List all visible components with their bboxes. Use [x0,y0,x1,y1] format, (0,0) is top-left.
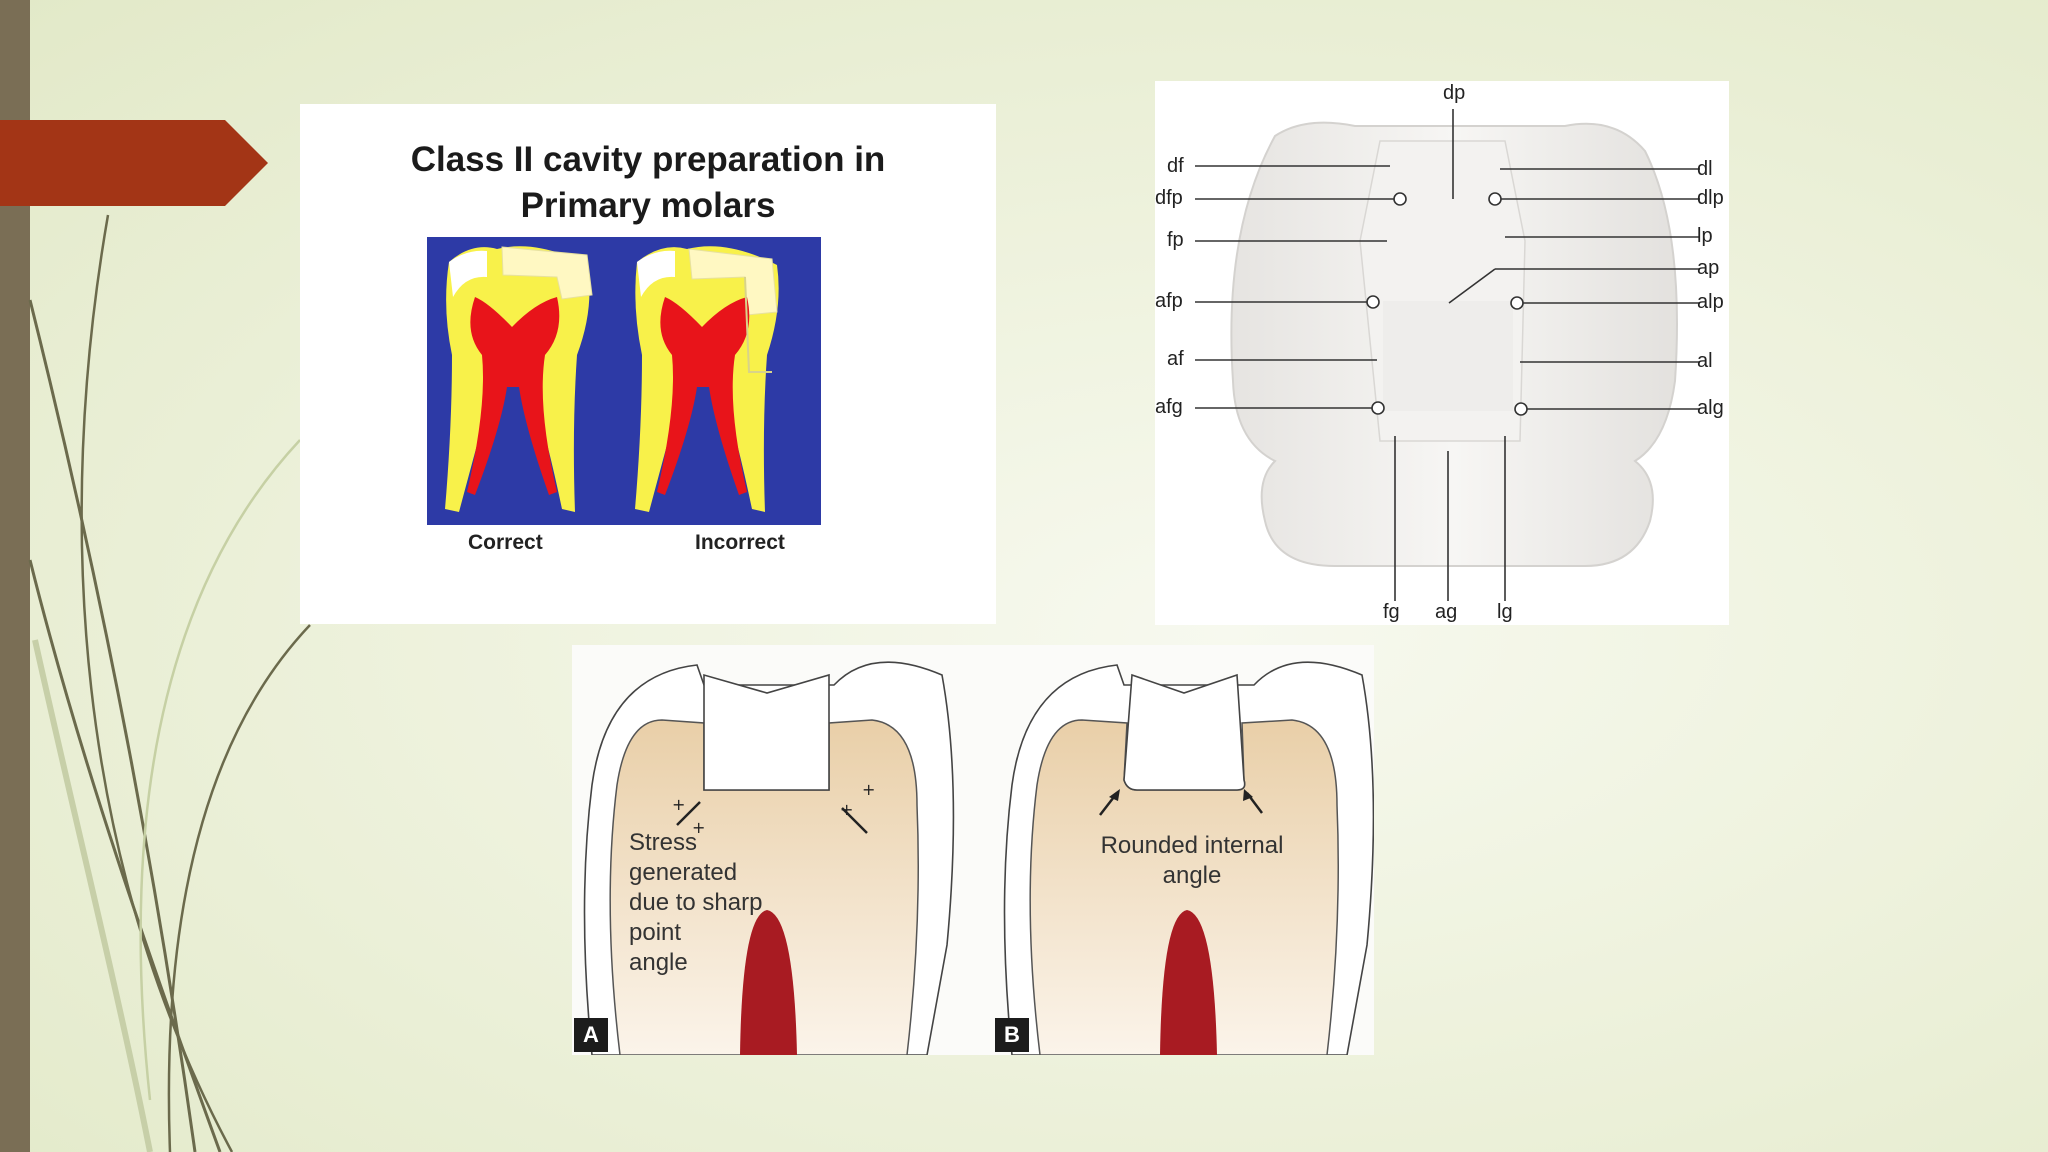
svg-text:+: + [672,795,685,814]
label-right: dlp [1697,187,1724,209]
correct-molar [445,246,593,512]
tooth-b [1003,661,1374,1055]
panel-a-badge: A [574,1018,608,1052]
note-line: Rounded internal [1100,832,1284,859]
svg-text:+: + [862,780,875,799]
svg-text:+: + [840,800,853,819]
label-left: dfp [1155,187,1183,209]
cavity-tooth-illustration [1230,121,1678,567]
label-right: dl [1697,158,1713,180]
class-ii-figure: Class II cavity preparation in Primary m… [300,104,996,624]
incorrect-molar [635,246,779,512]
note-line: angle [1162,862,1222,889]
figure-title-line1: Class II cavity preparation in [410,140,886,179]
label-left: afp [1155,290,1183,312]
tooth-a: + + + + [583,661,955,1055]
label-left: af [1167,348,1184,370]
stress-comparison-illustration: + + + + [583,661,1374,1055]
svg-text:+: + [692,818,705,837]
figure-title-line2: Primary molars [520,186,776,225]
label-left: fp [1167,229,1184,251]
label-right: al [1697,350,1713,372]
accent-arrow-tab [0,120,268,206]
molar-sections-illustration [427,237,821,525]
label-bottom: fg [1383,601,1400,623]
label-top: dp [1443,82,1466,104]
label-left: afg [1155,396,1183,418]
panel-b-badge: B [995,1018,1029,1052]
label-right: alg [1697,397,1724,419]
decorative-curves [28,214,311,1152]
label-bottom: ag [1435,601,1458,623]
label-leader-lines [1195,109,1700,601]
label-right: lp [1697,225,1713,247]
label-bottom: lg [1497,601,1513,623]
internal-angle-stress-figure: + + + + Stress generated due to sharp poin… [572,645,1374,1055]
caption-incorrect: Incorrect [695,531,785,554]
label-right: ap [1697,257,1720,279]
note-line: angle [629,949,688,976]
note-line: Stress [629,829,698,856]
label-left: df [1167,155,1184,177]
caption-correct: Correct [468,531,543,554]
note-line: point [629,919,682,946]
rounded-angle-note-text: Rounded internal angle [1082,831,1302,891]
note-line: due to sharp [629,889,763,916]
cavity-angle-labels-figure: dp df dfp fp afp af afg dl dlp lp ap alp… [1155,81,1729,625]
label-right: alp [1697,291,1724,313]
stress-note-text: Stress generated due to sharp point angl… [629,828,762,978]
note-line: generated [629,859,738,886]
